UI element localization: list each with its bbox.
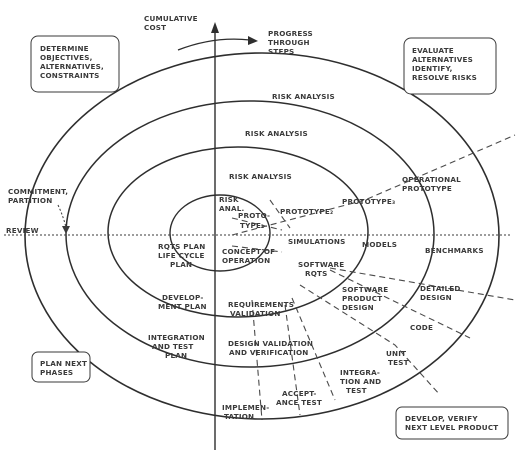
dashed-lower-right-6: [251, 299, 263, 421]
commitment-arrow-head: [62, 226, 70, 234]
quadrant-box-top-left: [30, 35, 120, 93]
integration-test-plan: INTEGRATION AND TEST PLAN: [148, 333, 208, 360]
quadrant-text-bottom-right: DEVELOP, VERIFY NEXT LEVEL PRODUCT: [405, 414, 498, 432]
risk-analysis-third: RISK ANALYSIS: [229, 172, 292, 181]
cumulative-cost-label: CUMULATIVE COST: [144, 14, 200, 32]
dashed-lower-right-5: [284, 304, 301, 416]
quadrant-text-bottom-left: PLAN NEXT PHASES: [40, 359, 90, 377]
code-label: CODE: [410, 323, 433, 332]
quadrant-text-top-right: EVALUATE ALTERNATIVES IDENTIFY, RESOLVE …: [412, 46, 477, 82]
quadrant-box-bottom-right: [395, 406, 509, 440]
integration-and-test: INTEGRA- TION AND TEST: [340, 368, 384, 395]
dashed-center-1: [231, 217, 283, 231]
dashed-upper-right: [231, 134, 516, 236]
risk-analysis-inner: RISK ANAL.: [219, 195, 244, 213]
quadrant-text-top-left: DETERMINE OBJECTIVES, ALTERNATIVES, CONS…: [40, 44, 107, 80]
development-plan: DEVELOP- MENT PLAN: [158, 293, 207, 311]
dashed-phase-lines: [231, 134, 516, 421]
concept-of-operation: CONCEPT OF OPERATION: [222, 247, 278, 265]
detailed-design: DETAILED DESIGN: [420, 284, 463, 302]
commitment-arrow: [57, 204, 67, 229]
spiral-loops: [24, 52, 500, 420]
quadrant-boxes: [30, 35, 509, 440]
commitment-label: COMMITMENT, PARTITION: [8, 187, 71, 205]
requirements-validation: REQUIREMENTS VALIDATION: [228, 300, 297, 318]
labels: CUMULATIVE COST PROGRESS THROUGH STEPS D…: [6, 14, 498, 432]
dashed-center-2: [231, 245, 283, 253]
unit-test: UNIT TEST: [386, 349, 409, 367]
dashed-lower-right-1: [329, 267, 516, 301]
vertical-axis-arrowhead: [211, 22, 219, 33]
models: MODELS: [362, 240, 397, 249]
spiral-loop-outer: [24, 52, 500, 420]
software-rqts: SOFTWARE RQTS: [298, 260, 347, 278]
risk-analysis-outer: RISK ANALYSIS: [272, 92, 335, 101]
acceptance-test: ACCEPT- ANCE TEST: [276, 389, 322, 407]
dashed-lower-right-4: [291, 297, 336, 401]
risk-analysis-second: RISK ANALYSIS: [245, 129, 308, 138]
axes: [4, 22, 512, 450]
implementation: IMPLEMEN- TATION: [222, 403, 272, 421]
quadrant-box-bottom-left: [31, 351, 91, 383]
progress-arrow: [177, 38, 251, 51]
software-product-design: SOFTWARE PRODUCT DESIGN: [342, 285, 391, 312]
spiral-loop-inner: [169, 194, 271, 272]
progress-label: PROGRESS THROUGH STEPS: [268, 29, 316, 56]
dashed-center-3: [269, 199, 291, 229]
spiral-loop-third: [65, 100, 435, 368]
progress-arrow-head: [248, 36, 258, 45]
quadrant-box-top-right: [403, 37, 497, 95]
prototype-3: PROTOTYPE₃: [342, 197, 395, 206]
spiral-loop-second: [107, 146, 369, 318]
prototype-2: PROTOTYPE₂: [280, 207, 333, 216]
prototype-1: PROTO- TYPE₁: [238, 211, 273, 230]
operational-prototype: OPERATIONAL PROTOTYPE: [402, 175, 464, 193]
dashed-lower-right-2: [329, 269, 471, 339]
dashed-lower-right-3: [299, 284, 441, 396]
benchmarks: BENCHMARKS: [425, 246, 484, 255]
rqts-plan: RQTS PLAN LIFE CYCLE PLAN: [158, 242, 208, 269]
review-label: REVIEW: [6, 226, 39, 235]
simulations: SIMULATIONS: [288, 237, 346, 246]
design-validation-verification: DESIGN VALIDATION AND VERIFICATION: [228, 339, 316, 357]
